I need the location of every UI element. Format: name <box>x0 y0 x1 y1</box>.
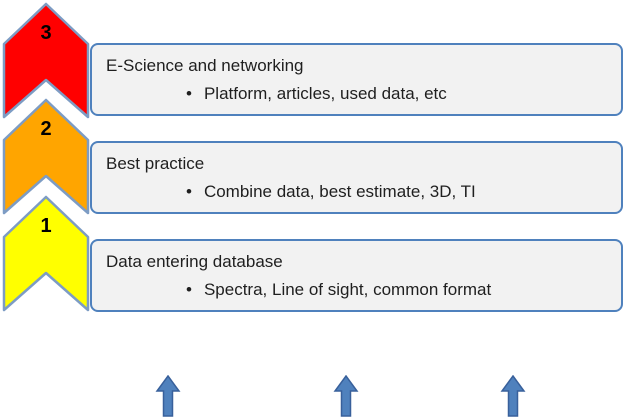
up-arrow-icon <box>155 375 181 417</box>
chevron-up-icon <box>2 2 90 119</box>
step-title: Data entering database <box>106 252 283 271</box>
chevron-shape-1 <box>2 195 90 312</box>
step-box-3: E-Science and networking • Platform, arti… <box>90 43 623 116</box>
chevron-step-1: 1 <box>2 195 90 312</box>
up-arrow-shape <box>333 375 359 417</box>
step-number: 1 <box>40 215 52 237</box>
step-number: 3 <box>40 22 52 44</box>
up-arrow-icon <box>333 375 359 417</box>
chevron-up-icon <box>2 98 90 215</box>
bullet-icon: • <box>186 280 192 299</box>
step-bullet-line: • Combine data, best estimate, 3D, TI <box>186 181 621 203</box>
up-arrow-icon <box>500 375 526 417</box>
step-bullet-line: • Platform, articles, used data, etc <box>186 83 621 105</box>
step-number: 2 <box>40 118 52 140</box>
step-title: E-Science and networking <box>106 56 304 75</box>
step-bullet-text: Spectra, Line of sight, common format <box>203 280 492 299</box>
chevron-shape-2 <box>2 98 90 215</box>
chevron-step-2: 2 <box>2 98 90 215</box>
step-box-1: Data entering database • Spectra, Line of… <box>90 239 623 312</box>
chevron-up-icon <box>2 195 90 312</box>
chevron-shape-3 <box>2 2 90 119</box>
chevron-step-3: 3 <box>2 2 90 119</box>
step-bullet-text: Combine data, best estimate, 3D, TI <box>203 182 476 201</box>
bullet-icon: • <box>186 182 192 201</box>
step-box-2: Best practice • Combine data, best estima… <box>90 141 623 214</box>
step-title: Best practice <box>106 154 205 173</box>
step-bullet-line: • Spectra, Line of sight, common format <box>186 279 621 301</box>
bullet-icon: • <box>186 84 192 103</box>
step-bullet-text: Platform, articles, used data, etc <box>203 84 447 103</box>
up-arrow-shape <box>500 375 526 417</box>
up-arrow-shape <box>155 375 181 417</box>
